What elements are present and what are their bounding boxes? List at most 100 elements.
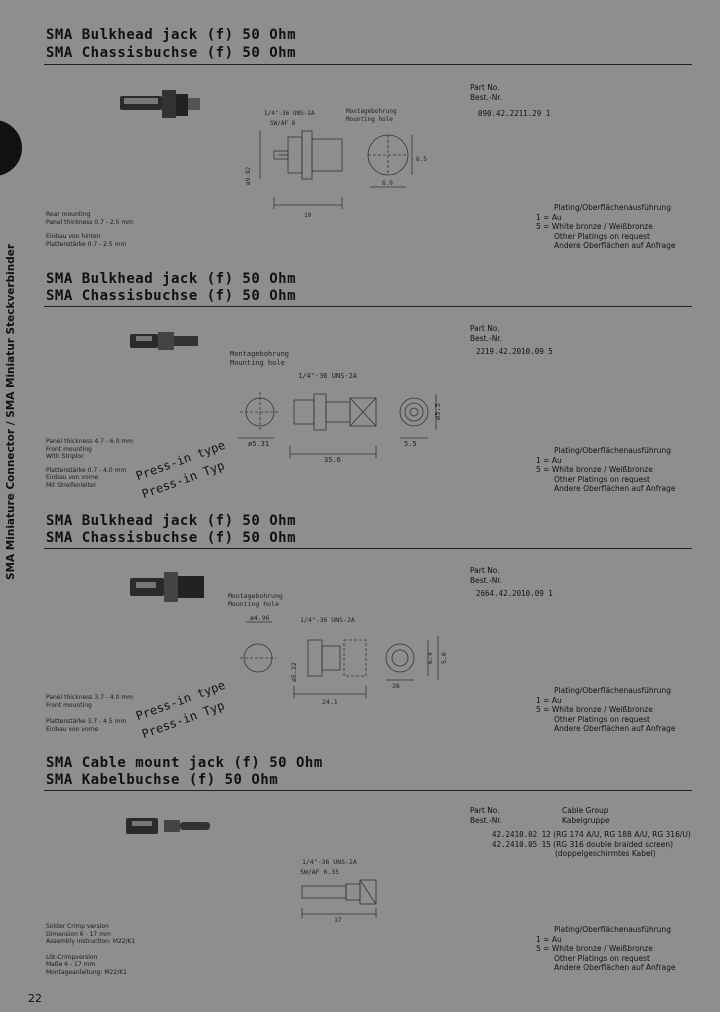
s1-plating-item: Andere Oberflächen auf Anfrage bbox=[554, 241, 676, 250]
s2-dim-55: 5.5 bbox=[404, 440, 417, 448]
s4-note: Montageanleitung: M22/K1 bbox=[46, 968, 127, 976]
s4-plating: Plating/Oberflächenausführung 1 = Au 5 =… bbox=[536, 925, 675, 973]
s1-note: Plattenstärke 0.7 - 2.5 mm bbox=[46, 240, 127, 248]
s2-note: Plattenstärke 0.7 - 4.0 mm bbox=[46, 466, 127, 474]
s4-part-label-de: Best.-Nr. bbox=[470, 816, 503, 825]
s2-plating: Plating/Oberflächenausführung 1 = Au 5 =… bbox=[536, 446, 675, 494]
s3-part-number: 2664.42.2010.09 1 bbox=[476, 589, 553, 598]
s4-cable-label-en: Cable Group bbox=[562, 806, 609, 815]
s1-hole-en: Mounting hole bbox=[346, 116, 393, 123]
section-4-title-en: SMA Cable mount jack (f) 50 Ohm bbox=[46, 755, 323, 771]
s1-dim-65: 6.5 bbox=[416, 156, 427, 163]
s3-dia-label: ø4.96 bbox=[250, 614, 270, 622]
section-2-product-photo bbox=[130, 332, 198, 350]
s4-plating-item: Andere Oberflächen auf Anfrage bbox=[554, 963, 676, 972]
s3-plating-item: Other Platings on request bbox=[554, 714, 650, 724]
s3-note: Einbau von vorne bbox=[46, 725, 99, 733]
s2-note: Panel thickness 4.7 - 6.0 mm bbox=[46, 438, 134, 445]
table-row: 42.2410.02 1 2 (RG 174 A/U, RG 188 A/U, … bbox=[492, 830, 691, 840]
s2-dim-356: 35.6 bbox=[324, 456, 341, 464]
section-2-title-en: SMA Bulkhead jack (f) 50 Ohm bbox=[46, 271, 297, 287]
s3-hole-en: Mounting hole bbox=[228, 600, 279, 608]
s1-dim-69: 6.9 bbox=[382, 180, 393, 187]
section-4-title-de: SMA Kabelbuchse (f) 50 Ohm bbox=[46, 772, 279, 788]
s1-plating-item: Other Platings on request bbox=[554, 231, 650, 241]
group-cell: 2 (RG 174 A/U, RG 188 A/U, RG 316/U) bbox=[546, 830, 691, 839]
s2-plating-title: Plating/Oberflächenausführung bbox=[554, 446, 671, 455]
s2-notes: Panel thickness 4.7 - 6.0 mm Front mount… bbox=[46, 438, 133, 489]
section-3-title-de: SMA Chassisbuchse (f) 50 Ohm bbox=[46, 530, 297, 546]
section-4-technical-drawing: 1/4"-36 UNS-2A SW/AF 6.35 17 bbox=[300, 858, 377, 924]
table-row: 42.2410.05 1 5 (RG 316 double braided sc… bbox=[492, 840, 691, 850]
s3-note bbox=[46, 709, 133, 718]
s3-note: Plattenstärke 3.7 - 4.5 mm bbox=[46, 718, 127, 725]
s2-note: With Striploc bbox=[46, 453, 85, 460]
s4-part-table: 42.2410.02 1 2 (RG 174 A/U, RG 188 A/U, … bbox=[492, 830, 691, 859]
s4-plating-title: Plating/Oberflächenausführung bbox=[554, 925, 671, 934]
section-3-rule bbox=[44, 548, 692, 549]
s3-plating-item: 1 = Au bbox=[536, 695, 562, 705]
s1-hole-de: Montagebohrung bbox=[346, 108, 397, 115]
s1-dim-10: 10 bbox=[304, 212, 312, 219]
part-cell: 42.2410.05 1 bbox=[492, 839, 547, 849]
s3-dim-64: 6.4 bbox=[426, 652, 434, 664]
s3-dim-26: 26 bbox=[392, 682, 400, 690]
s4-plating-item: 1 = Au bbox=[536, 934, 562, 944]
s3-part-label-de: Best.-Nr. bbox=[470, 576, 503, 585]
section-3-title-en: SMA Bulkhead jack (f) 50 Ohm bbox=[46, 513, 297, 529]
s3-plating-item: 5 = White bronze / Weißbronze bbox=[536, 705, 653, 714]
s4-note bbox=[46, 946, 135, 954]
s1-plating: Plating/Oberflächenausführung 1 = Au 5 =… bbox=[536, 203, 675, 251]
s3-hole-de: Montagebohrung bbox=[228, 592, 283, 600]
section-4-product-photo bbox=[126, 818, 210, 834]
section-2-rule bbox=[44, 306, 692, 307]
s2-part-label-en: Part No. bbox=[470, 324, 500, 333]
section-1-title-de: SMA Chassisbuchse (f) 50 Ohm bbox=[46, 45, 297, 61]
s1-plating-item: 1 = Au bbox=[536, 212, 562, 222]
s2-plating-item: Andere Oberflächen auf Anfrage bbox=[554, 484, 676, 493]
s1-note: Einbau von hinten bbox=[46, 233, 101, 240]
s3-dim-241: 24.1 bbox=[322, 698, 338, 706]
s4-note: Solder Crimp version bbox=[46, 923, 109, 930]
s4-note: Löt-Crimpversion bbox=[46, 953, 98, 961]
side-category-label: SMA Miniature Connector / SMA Miniatur S… bbox=[5, 243, 17, 580]
s1-part-label-de: Best.-Nr. bbox=[470, 93, 503, 102]
section-1-technical-drawing: 1/4"-36 UNS-2A SW/AF 8 Montagebohrung Mo… bbox=[245, 108, 427, 219]
s1-plating-title: Plating/Oberflächenausführung bbox=[554, 203, 671, 212]
s3-part-label-en: Part No. bbox=[470, 566, 500, 575]
s4-part-label-en: Part No. bbox=[470, 806, 500, 815]
s1-plating-item: 5 = White bronze / Weißbronze bbox=[536, 222, 653, 231]
s3-note: Panel thickness 3.7 - 4.0 mm bbox=[46, 694, 134, 701]
section-3-technical-drawing: Montagebohrung Mounting hole ø4.96 1/4"-… bbox=[228, 592, 448, 706]
s4-cable-label-de: Kabelgruppe bbox=[562, 816, 610, 825]
s2-hole-en: Mounting hole bbox=[230, 359, 285, 367]
section-1-product-photo bbox=[120, 90, 200, 118]
s1-part-number: 090.42.2211.29 1 bbox=[478, 109, 551, 118]
section-2-title-de: SMA Chassisbuchse (f) 50 Ohm bbox=[46, 288, 297, 304]
section-1-rule bbox=[44, 64, 692, 65]
s2-note: Mit Streifenleiter bbox=[46, 481, 97, 489]
s2-plating-item: Other Platings on request bbox=[554, 474, 650, 484]
s4-plating-item: 5 = White bronze / Weißbronze bbox=[536, 944, 653, 953]
s4-notes: Solder Crimp version Dimension 6 - 17 mm… bbox=[46, 923, 135, 976]
s2-plating-item: 5 = White bronze / Weißbronze bbox=[536, 465, 653, 474]
s3-note: Front mounting bbox=[46, 701, 92, 709]
s1-af-label: SW/AF 8 bbox=[270, 120, 296, 127]
s2-plating-item: 1 = Au bbox=[536, 455, 562, 465]
section-2-technical-drawing: Montagebohrung Mounting hole 1/4"-36 UNS… bbox=[230, 350, 442, 464]
s2-note: Front mounting bbox=[46, 445, 92, 453]
s2-dia-label: ø5.31 bbox=[248, 440, 269, 448]
s4-thread-label: 1/4"-36 UNS-2A bbox=[302, 858, 357, 866]
s4-af-label: SW/AF 6.35 bbox=[300, 868, 339, 876]
s3-thread-label: 1/4"-36 UNS-2A bbox=[300, 616, 355, 624]
s1-note: Panel thickness 0.7 - 2.5 mm bbox=[46, 218, 134, 226]
s4-note: Assembly instruction: M22/K1 bbox=[46, 938, 136, 945]
section-3-product-photo bbox=[130, 572, 204, 602]
s1-thread-label: 1/4"-36 UNS-2A bbox=[264, 110, 315, 117]
s3-plating-title: Plating/Oberflächenausführung bbox=[554, 686, 671, 695]
s1-note: Rear mounting bbox=[46, 211, 91, 218]
s3-plating-item: Andere Oberflächen auf Anfrage bbox=[554, 724, 676, 733]
s2-dia-55: ø5.5 bbox=[434, 403, 442, 420]
section-1-title-en: SMA Bulkhead jack (f) 50 Ohm bbox=[46, 27, 297, 43]
s2-hole-de: Montagebohrung bbox=[230, 350, 289, 358]
